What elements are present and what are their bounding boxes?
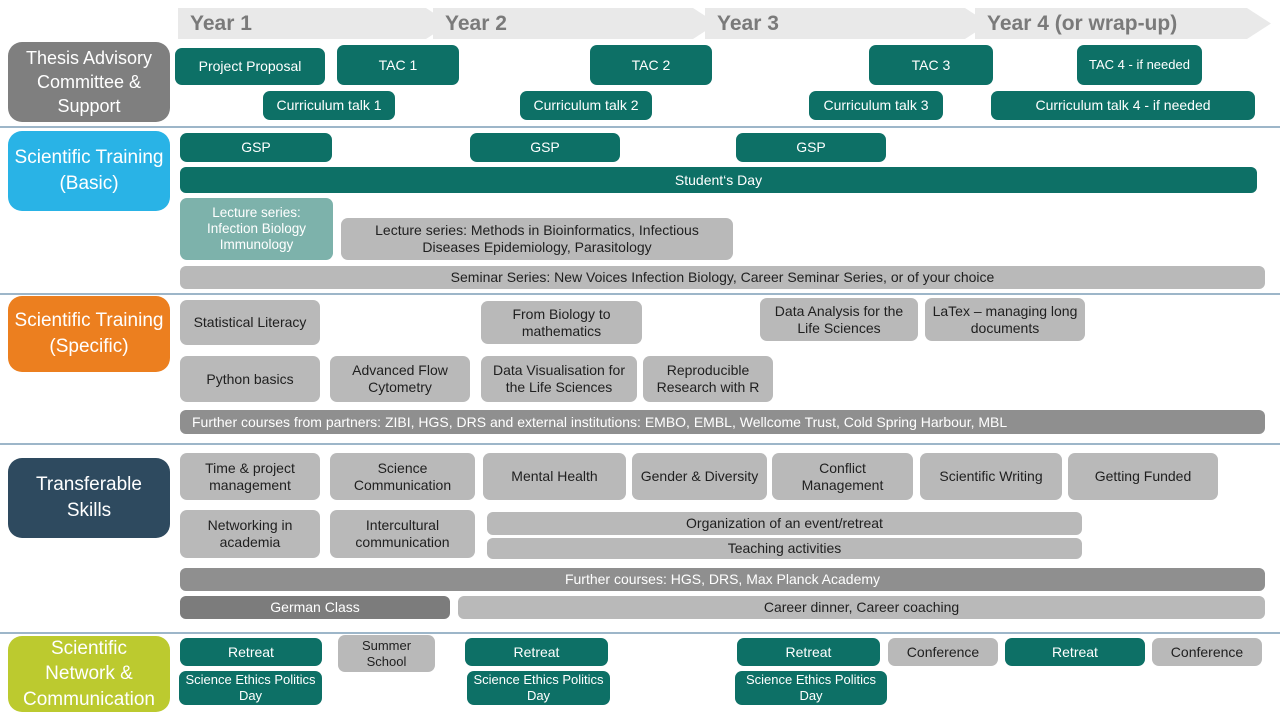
box-networking-in-academia: Networking in academia [180, 510, 320, 558]
bar-further-courses-partners: Further courses from partners: ZIBI, HGS… [180, 410, 1265, 434]
box-science-communication: Science Communication [330, 453, 475, 500]
bar-students-day: Student‘s Day [180, 167, 1257, 193]
box-scientific-writing: Scientific Writing [920, 453, 1062, 500]
row-label-scientific-training-specific: Scientific Training (Specific) [8, 296, 170, 372]
box-conference-1: Conference [888, 638, 998, 666]
box-mental-health: Mental Health [483, 453, 626, 500]
row-label-thesis-advisory: Thesis Advisory Committee & Support [8, 42, 170, 122]
row-divider [0, 443, 1280, 445]
box-advanced-flow-cytometry: Advanced Flow Cytometry [330, 356, 470, 402]
box-tac-3: TAC 3 [869, 45, 993, 85]
box-science-ethics-politics-day-2: Science Ethics Politics Day [467, 671, 610, 705]
box-data-visualisation-life-sciences: Data Visualisation for the Life Sciences [481, 356, 637, 402]
year-1-header: Year 1 [178, 8, 450, 39]
box-python-basics: Python basics [180, 356, 320, 402]
box-curriculum-talk-4: Curriculum talk 4 - if needed [991, 91, 1255, 120]
bar-career-dinner-coaching: Career dinner, Career coaching [458, 596, 1265, 619]
box-gsp-2: GSP [470, 133, 620, 162]
box-conflict-management: Conflict Management [772, 453, 913, 500]
bar-teaching-activities: Teaching activities [487, 538, 1082, 559]
box-latex-long-documents: LaTex – managing long documents [925, 298, 1085, 341]
box-retreat-2: Retreat [465, 638, 608, 666]
year-4-header: Year 4 (or wrap-up) [975, 8, 1271, 39]
box-curriculum-talk-2: Curriculum talk 2 [520, 91, 652, 120]
bar-seminar-series: Seminar Series: New Voices Infection Bio… [180, 266, 1265, 289]
box-retreat-1: Retreat [180, 638, 322, 666]
box-science-ethics-politics-day-1: Science Ethics Politics Day [179, 671, 322, 705]
bar-organization-event-retreat: Organization of an event/retreat [487, 512, 1082, 535]
row-divider [0, 632, 1280, 634]
box-tac-1: TAC 1 [337, 45, 459, 85]
row-label-scientific-network-communication: Scientific Network & Communication [8, 636, 170, 712]
box-lecture-series-methods: Lecture series: Methods in Bioinformatic… [341, 218, 733, 260]
box-from-biology-to-mathematics: From Biology to mathematics [481, 301, 642, 344]
box-curriculum-talk-1: Curriculum talk 1 [263, 91, 395, 120]
bar-german-class: German Class [180, 596, 450, 619]
row-label-scientific-training-basic: Scientific Training (Basic) [8, 131, 170, 211]
box-getting-funded: Getting Funded [1068, 453, 1218, 500]
row-divider [0, 293, 1280, 295]
box-retreat-4: Retreat [1005, 638, 1145, 666]
box-curriculum-talk-3: Curriculum talk 3 [809, 91, 943, 120]
row-label-transferable-skills: Transferable Skills [8, 458, 170, 538]
box-gender-diversity: Gender & Diversity [632, 453, 767, 500]
bar-further-courses-hgs-drs: Further courses: HGS, DRS, Max Planck Ac… [180, 568, 1265, 591]
box-lecture-series-infection-biology: Lecture series: Infection Biology Immuno… [180, 198, 333, 260]
box-tac-4-if-needed: TAC 4 - if needed [1077, 45, 1202, 85]
box-gsp-3: GSP [736, 133, 886, 162]
box-data-analysis-life-sciences: Data Analysis for the Life Sciences [760, 298, 918, 341]
year-2-header: Year 2 [433, 8, 717, 39]
box-tac-2: TAC 2 [590, 45, 712, 85]
box-gsp-1: GSP [180, 133, 332, 162]
row-divider [0, 126, 1280, 128]
box-time-project-management: Time & project management [180, 453, 320, 500]
year-3-header: Year 3 [705, 8, 989, 39]
box-summer-school: Summer School [338, 635, 435, 672]
box-science-ethics-politics-day-3: Science Ethics Politics Day [735, 671, 887, 705]
box-project-proposal: Project Proposal [175, 48, 325, 85]
box-intercultural-communication: Intercultural communication [330, 510, 475, 558]
box-conference-2: Conference [1152, 638, 1262, 666]
box-reproducible-research-r: Reproducible Research with R [643, 356, 773, 402]
box-statistical-literacy: Statistical Literacy [180, 300, 320, 345]
box-retreat-3: Retreat [737, 638, 880, 666]
